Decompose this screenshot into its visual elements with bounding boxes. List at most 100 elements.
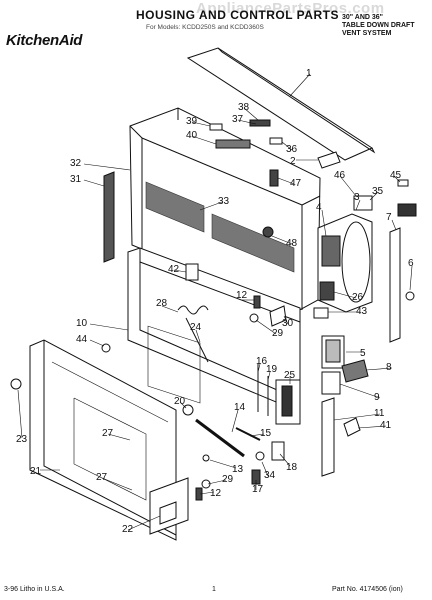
leader-line [257, 363, 261, 373]
part-47-screw [269, 169, 279, 187]
page-title: HOUSING AND CONTROL PARTS [136, 8, 339, 22]
leader-line [107, 433, 131, 441]
callout-label: 42 [168, 264, 180, 275]
part-14-lever [195, 418, 245, 458]
part-23-grommet [10, 378, 22, 390]
callout-label: 1 [306, 68, 312, 79]
callout-label: 26 [352, 292, 364, 303]
part-44-clip [101, 343, 111, 353]
callout-label: 23 [16, 434, 28, 445]
callout-label: 48 [286, 238, 298, 249]
leader-line [339, 383, 381, 399]
part-2-bracket [317, 151, 341, 169]
part-5-switch-face [325, 339, 341, 363]
callout-label: 25 [284, 370, 296, 381]
callout-label: 14 [234, 402, 246, 413]
callout-label: 12 [210, 488, 222, 499]
callout-label: 29 [222, 474, 234, 485]
part-42-tag [185, 263, 199, 281]
callout-label: 4 [316, 202, 322, 213]
leader-line [89, 323, 129, 331]
callout-label: 17 [252, 484, 264, 495]
callout-label: 43 [356, 306, 368, 317]
leader-line [231, 409, 239, 433]
callout-label: 19 [266, 364, 278, 375]
part-6-knob [405, 291, 415, 301]
leader-line [277, 177, 295, 185]
part-31-side-post [103, 171, 115, 263]
leader-line [321, 209, 327, 237]
leader-lines [17, 73, 413, 531]
leader-line [207, 479, 227, 485]
callout-label: 16 [256, 356, 268, 367]
footer-litho: 3-96 Litho in U.S.A. [4, 586, 65, 593]
part-12-screw-upper [253, 295, 261, 309]
leader-line [339, 175, 357, 197]
callout-label: 40 [186, 130, 198, 141]
part-45-plug [397, 179, 409, 187]
leader-line [83, 163, 131, 171]
callout-label: 37 [232, 114, 244, 125]
callout-label: 6 [408, 258, 414, 269]
footer-part-number: Part No. 4174506 (ion) [332, 586, 403, 593]
leader-line [271, 235, 293, 245]
part-11-strip [321, 397, 335, 477]
callout-label: 8 [386, 362, 392, 373]
callout-label: 35 [372, 186, 384, 197]
part-7-bracket [389, 227, 401, 343]
callout-label: 39 [186, 116, 198, 127]
leader-line [267, 371, 271, 381]
part-18-bracket [271, 441, 285, 461]
leader-line [333, 413, 381, 421]
callout-label: 12 [236, 290, 248, 301]
callout-label: 24 [190, 322, 202, 333]
brand-logo: KitchenAid [6, 32, 83, 49]
leader-line [281, 141, 293, 151]
part-1-edge [217, 47, 376, 154]
leader-line [261, 461, 269, 477]
callout-label: 13 [232, 464, 244, 475]
leader-line [369, 191, 379, 201]
leader-line [391, 219, 397, 231]
leader-line [191, 135, 217, 145]
callout-label: 31 [70, 174, 82, 185]
callout-label: 45 [390, 170, 402, 181]
part-43-bracket [313, 307, 329, 319]
callout-label: 28 [156, 298, 168, 309]
leader-line [333, 291, 357, 299]
callout-label: 7 [386, 212, 392, 223]
callout-label: 44 [76, 334, 88, 345]
part-15-link [235, 427, 261, 441]
callout-label: 34 [264, 470, 276, 481]
part-25-inner [281, 385, 293, 417]
leader-line [89, 339, 105, 347]
leader-line [289, 73, 311, 97]
callout-label: 18 [286, 462, 298, 473]
callout-label: 5 [360, 348, 366, 359]
part-41-clip [343, 417, 361, 437]
part-26-box [319, 281, 335, 301]
model-line: 30" AND 36" [342, 14, 384, 21]
leader-line [199, 491, 215, 495]
model-line: VENT SYSTEM [342, 30, 392, 37]
part-39-washer [209, 123, 223, 131]
leader-line [279, 453, 291, 467]
leader-line [365, 367, 393, 371]
leader-line [179, 401, 187, 409]
callout-label: 46 [334, 170, 346, 181]
callout-label: 3 [354, 192, 360, 203]
leader-line [173, 269, 187, 273]
leader-line [161, 305, 179, 313]
leader-line [209, 459, 237, 469]
part-21-front-panel [29, 339, 177, 541]
callout-label: 33 [218, 196, 230, 207]
leader-line [237, 119, 257, 125]
part-48-grommet [262, 226, 274, 238]
callout-label: 11 [374, 408, 385, 419]
leader-line [243, 107, 259, 121]
leader-line [357, 425, 387, 429]
part-9-cover [321, 371, 341, 395]
leader-line [199, 201, 223, 211]
